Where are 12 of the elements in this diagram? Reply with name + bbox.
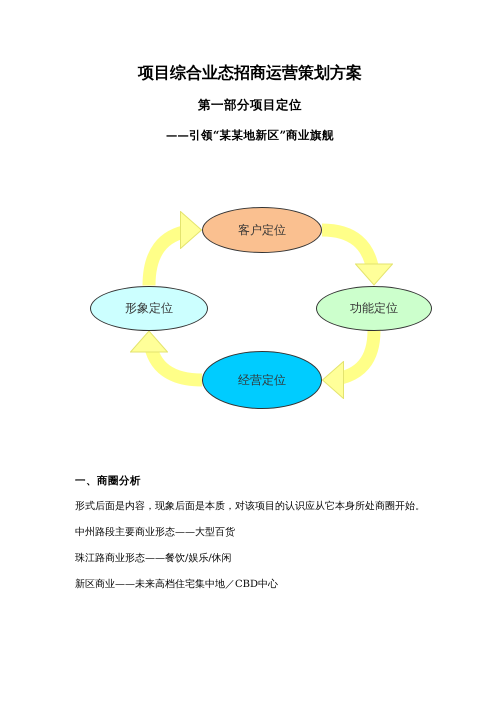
tagline: ——引领“某某地新区”商业旗舰 [166,129,334,143]
section-heading: 一、商圈分析 [75,475,141,488]
body-text: 形式后面是内容，现象后面是本质，对该项目的认识应从它本身所处商圈开始。 [75,501,425,513]
ellipse: 形象定位 [90,286,208,330]
ellipse: 客户定位 [202,207,322,253]
body-text: 珠江路商业形态——餐饮/娱乐/休闲 [75,553,232,565]
subtitle: 第一部分项目定位 [198,97,302,112]
ellipse: 经营定位 [202,351,322,409]
ellipse: 功能定位 [316,286,432,330]
body-text: 中州路段主要商业形态——大型百货 [75,527,235,539]
body-text: 新区商业——未来高档住宅集中地／CBD中心 [75,579,278,591]
title: 项目综合业态招商运营策划方案 [138,63,362,82]
